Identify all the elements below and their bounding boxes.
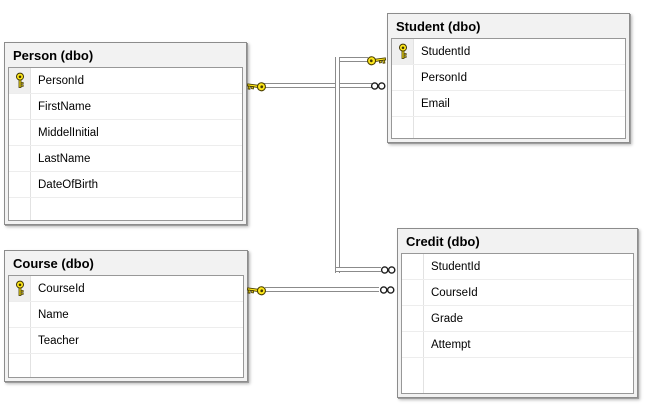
pk-row-gutter	[9, 276, 31, 301]
row-gutter	[402, 306, 424, 331]
table-credit[interactable]: Credit (dbo) StudentId CourseId Grade At…	[397, 228, 638, 398]
column-name: MiddelInitial	[38, 126, 99, 139]
table-person[interactable]: Person (dbo) PersonId FirstName	[4, 42, 247, 225]
row-gutter	[9, 198, 31, 220]
empty-row-area	[392, 117, 625, 138]
primary-key-icon	[15, 72, 24, 88]
many-side-infinity-icon	[379, 283, 400, 297]
column-row[interactable]: DateOfBirth	[9, 172, 242, 198]
relationship-student-credit-line-top[interactable]	[336, 57, 368, 62]
column-name: Attempt	[431, 338, 471, 351]
column-name: FirstName	[38, 100, 92, 113]
table-course[interactable]: Course (dbo) CourseId Name	[4, 250, 248, 382]
row-gutter	[9, 120, 31, 145]
relationship-student-credit-line-bottom[interactable]	[336, 267, 381, 272]
relationship-student-credit-line-vertical[interactable]	[335, 57, 340, 273]
column-row[interactable]: PersonId	[392, 65, 625, 91]
many-side-infinity-icon	[370, 79, 391, 93]
row-gutter	[9, 328, 31, 353]
table-person-columns: PersonId FirstName MiddelInitial LastNam…	[8, 67, 243, 221]
column-name: StudentId	[421, 45, 471, 58]
column-name: DateOfBirth	[38, 178, 99, 191]
pk-row-gutter	[392, 39, 414, 64]
row-gutter	[402, 358, 424, 393]
column-name: CourseId	[38, 282, 85, 295]
column-row[interactable]: LastName	[9, 146, 242, 172]
table-person-title[interactable]: Person (dbo)	[13, 48, 94, 63]
column-row[interactable]: Email	[392, 91, 625, 117]
column-name: LastName	[38, 152, 91, 165]
row-gutter	[402, 332, 424, 357]
row-gutter	[402, 280, 424, 305]
column-name: Email	[421, 97, 450, 110]
primary-key-icon	[398, 43, 407, 59]
table-credit-title[interactable]: Credit (dbo)	[406, 234, 480, 249]
many-side-infinity-icon	[380, 263, 401, 277]
relationship-person-student-line[interactable]	[264, 83, 372, 88]
column-row[interactable]: Attempt	[402, 332, 633, 358]
empty-row-area	[9, 198, 242, 220]
table-course-columns: CourseId Name Teacher	[8, 275, 244, 378]
row-gutter	[392, 91, 414, 116]
empty-row-area	[402, 358, 633, 393]
table-student-title[interactable]: Student (dbo)	[396, 19, 481, 34]
column-row[interactable]: StudentId	[392, 39, 625, 65]
relationship-course-credit-line[interactable]	[265, 287, 379, 292]
column-name: PersonId	[38, 74, 85, 87]
column-row[interactable]: CourseId	[9, 276, 243, 302]
primary-key-icon	[15, 280, 24, 296]
row-gutter	[9, 354, 31, 377]
column-row[interactable]: FirstName	[9, 94, 242, 120]
column-row[interactable]: Name	[9, 302, 243, 328]
row-gutter	[392, 65, 414, 90]
row-gutter	[392, 117, 414, 138]
column-name: Teacher	[38, 334, 79, 347]
table-credit-columns: StudentId CourseId Grade Attempt	[401, 253, 634, 394]
row-gutter	[9, 146, 31, 171]
table-student[interactable]: Student (dbo) StudentId PersonId	[387, 13, 630, 143]
empty-row-area	[9, 354, 243, 377]
column-name: StudentId	[431, 260, 481, 273]
table-student-columns: StudentId PersonId Email	[391, 38, 626, 139]
column-row[interactable]: StudentId	[402, 254, 633, 280]
table-course-title[interactable]: Course (dbo)	[13, 256, 94, 271]
column-row[interactable]: MiddelInitial	[9, 120, 242, 146]
one-side-key-icon	[366, 53, 387, 67]
column-row[interactable]: Teacher	[9, 328, 243, 354]
row-gutter	[402, 254, 424, 279]
column-row[interactable]: PersonId	[9, 68, 242, 94]
one-side-key-icon	[246, 283, 267, 297]
column-name: CourseId	[431, 286, 478, 299]
column-name: PersonId	[421, 71, 468, 84]
row-gutter	[9, 94, 31, 119]
column-row[interactable]: CourseId	[402, 280, 633, 306]
column-name: Grade	[431, 312, 463, 325]
column-row[interactable]: Grade	[402, 306, 633, 332]
pk-row-gutter	[9, 68, 31, 93]
column-name: Name	[38, 308, 69, 321]
row-gutter	[9, 172, 31, 197]
row-gutter	[9, 302, 31, 327]
one-side-key-icon	[246, 79, 267, 93]
